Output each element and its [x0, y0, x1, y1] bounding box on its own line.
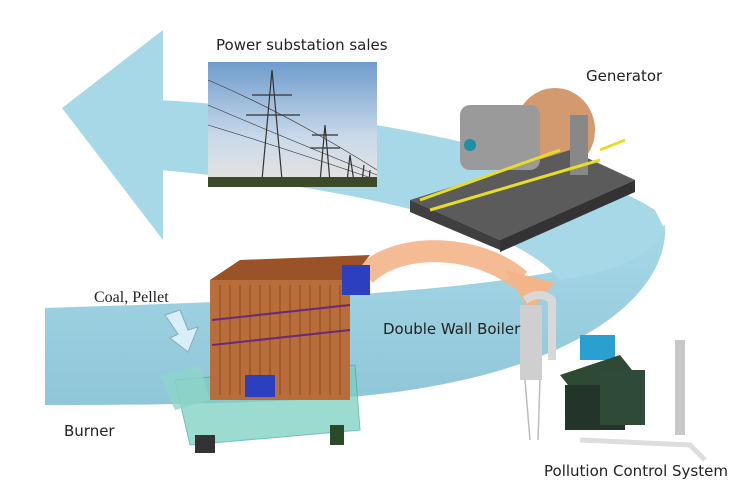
burner-label: Burner [64, 422, 115, 440]
generator-label: Generator [586, 67, 663, 85]
pollution-control-label: Pollution Control System [544, 462, 728, 480]
generator-image [410, 88, 635, 252]
fuel-label: Coal, Pellet [94, 289, 169, 306]
pollution-control-image [520, 291, 707, 462]
boiler-label: Double Wall Boiler [383, 320, 521, 338]
power-substation-label: Power substation sales [216, 36, 388, 54]
boiler-image [160, 255, 370, 453]
power-lines-photo [207, 62, 378, 187]
feed-arrow [164, 309, 199, 353]
arrow-head [62, 30, 163, 240]
flow-arrow [357, 240, 555, 312]
